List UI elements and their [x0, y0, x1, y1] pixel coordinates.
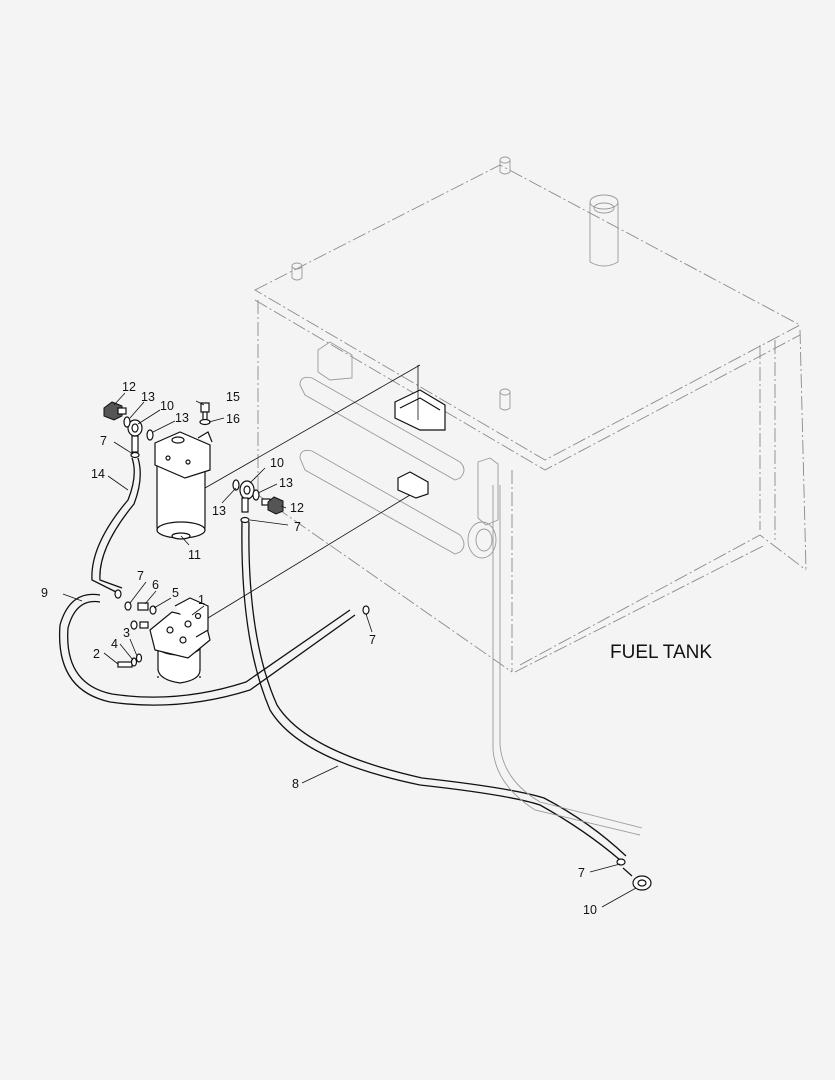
- callout-12b: 12: [290, 501, 304, 515]
- mounting-bracket: [204, 364, 446, 489]
- fuel-tank-label: FUEL TANK: [610, 642, 712, 663]
- fuel-tank-outline: [254, 156, 807, 673]
- fittings-5-6: [124, 601, 157, 630]
- callout-3: 3: [123, 626, 130, 640]
- callout-1: 1: [198, 593, 205, 607]
- banjo-fitting-10-bottom: [622, 867, 652, 891]
- callout-7a: 7: [100, 434, 107, 448]
- hose-14: [91, 457, 141, 594]
- callout-13d: 13: [212, 504, 226, 518]
- mounting-clip: [184, 471, 429, 633]
- callout-7d: 7: [369, 633, 376, 647]
- leader-lines: [62, 392, 637, 908]
- callout-11: 11: [188, 548, 201, 562]
- hose-9: [58, 593, 356, 706]
- callout-10a: 10: [160, 399, 174, 413]
- callout-14: 14: [91, 467, 105, 481]
- callout-2: 2: [93, 647, 100, 661]
- callout-7b: 7: [294, 520, 301, 534]
- callout-10c: 10: [583, 903, 597, 917]
- callout-4: 4: [111, 637, 118, 651]
- callout-7e: 7: [578, 866, 585, 880]
- callout-12a: 12: [122, 380, 136, 394]
- callout-6: 6: [152, 578, 159, 592]
- callout-13a: 13: [141, 390, 155, 404]
- washer-13-left: [123, 416, 154, 441]
- washer-13-right: [232, 479, 260, 501]
- callout-9: 9: [41, 586, 48, 600]
- clamp-7-set: [114, 451, 626, 866]
- callout-16: 16: [226, 412, 240, 426]
- callout-13b: 13: [175, 411, 189, 425]
- callout-labels: 1 2 3 4 5 6 7 7 7 7 7 8 9 10 10 10 11 12…: [41, 380, 597, 917]
- bolt-12-left: [103, 401, 127, 421]
- washer-16: [199, 418, 211, 426]
- callout-15: 15: [226, 390, 240, 404]
- banjo-fitting-10-right: [239, 480, 255, 513]
- callout-10b: 10: [270, 456, 284, 470]
- bolt-12-right: [261, 496, 284, 515]
- water-separator-1: [149, 597, 211, 684]
- callout-13c: 13: [279, 476, 293, 490]
- fuel-filter-11: [154, 431, 213, 540]
- tank-return-line: [492, 485, 643, 836]
- callout-7c: 7: [137, 569, 144, 583]
- callout-8: 8: [292, 777, 299, 791]
- callout-5: 5: [172, 586, 179, 600]
